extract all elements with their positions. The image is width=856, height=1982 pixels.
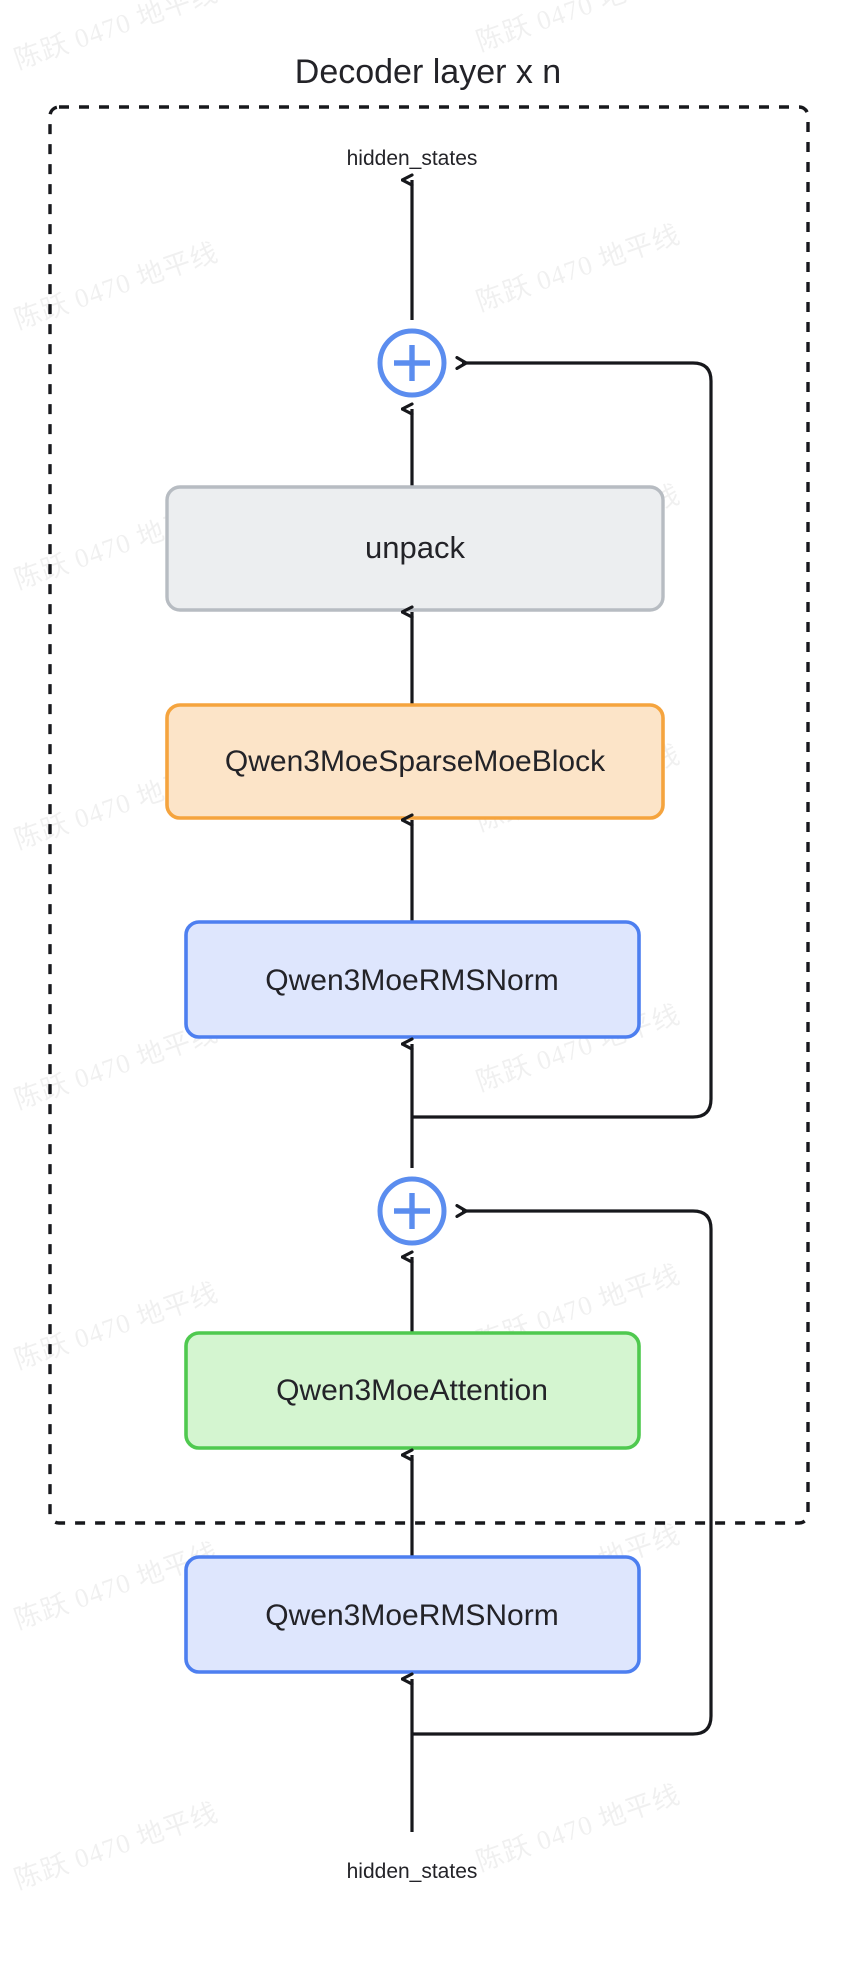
plus-icon <box>394 345 430 381</box>
block-sparse-moe-label: Qwen3MoeSparseMoeBlock <box>225 745 606 778</box>
block-unpack[interactable]: unpack <box>165 485 665 612</box>
plus-icon <box>394 1193 430 1229</box>
block-rmsnorm-post-attention[interactable]: Qwen3MoeRMSNorm <box>184 920 641 1039</box>
residual-add-mlp[interactable] <box>377 328 447 398</box>
residual-add-attention[interactable] <box>377 1176 447 1246</box>
block-unpack-rect <box>165 485 665 612</box>
page-title: Decoder layer x n <box>295 53 561 91</box>
decoder-layer-container <box>48 105 810 1525</box>
block-rmsnorm-input-label: Qwen3MoeRMSNorm <box>265 1599 558 1632</box>
block-attention-rect <box>184 1331 641 1450</box>
output-hidden-states-label: hidden_states <box>347 147 478 170</box>
block-sparse-moe-rect <box>165 703 665 820</box>
input-hidden-states-label: hidden_states <box>347 1860 478 1883</box>
block-rmsnorm-post-attention-label: Qwen3MoeRMSNorm <box>265 964 558 997</box>
block-unpack-label: unpack <box>365 530 465 565</box>
block-attention-label: Qwen3MoeAttention <box>276 1374 548 1407</box>
block-attention[interactable]: Qwen3MoeAttention <box>184 1331 641 1450</box>
residual-skip-mlp <box>412 356 713 1119</box>
block-rmsnorm-input[interactable]: Qwen3MoeRMSNorm <box>184 1555 641 1674</box>
block-rmsnorm-input-rect <box>184 1555 641 1674</box>
residual-skip-attention <box>412 1204 713 1736</box>
block-rmsnorm-post-attention-rect <box>184 920 641 1039</box>
block-sparse-moe[interactable]: Qwen3MoeSparseMoeBlock <box>165 703 665 820</box>
